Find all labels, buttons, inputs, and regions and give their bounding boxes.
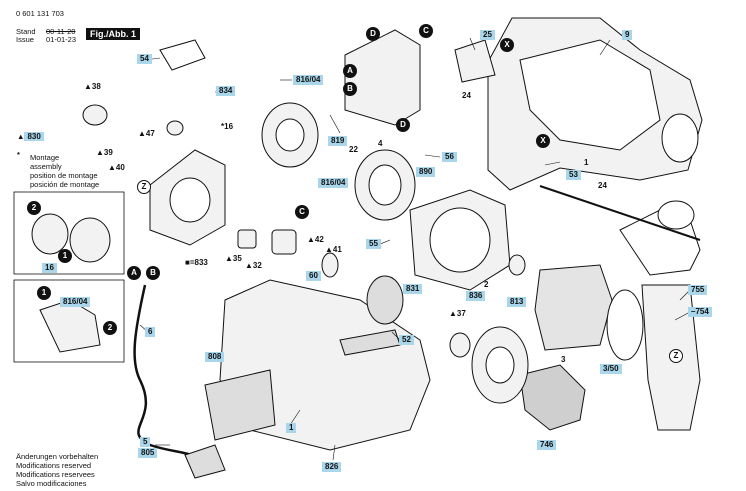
marker-a: A xyxy=(127,266,141,280)
date-new: 01-01-23 xyxy=(46,35,77,44)
stand-label: Stand xyxy=(16,27,36,36)
part-tag-813: 813 xyxy=(507,297,527,307)
part-tag-9: 9 xyxy=(622,30,633,40)
part-tag-819: 819 xyxy=(328,136,348,146)
inset-box-bottom xyxy=(13,279,125,363)
chuck-746 xyxy=(519,364,586,431)
part-label-40: ▲40 xyxy=(108,163,125,172)
part-tag-831: 831 xyxy=(403,284,423,294)
figure-label: Fig./Abb. 1 xyxy=(86,28,140,40)
legend-line: Montage xyxy=(30,153,60,162)
legend-line: position de montage xyxy=(30,171,98,180)
marker-2: 2 xyxy=(27,201,41,215)
legend-marker: ▲830 xyxy=(17,132,44,142)
part-tag-60: 60 xyxy=(306,271,321,281)
document-number: 0 601 131 703 xyxy=(16,9,64,18)
part-tag-834: 834 xyxy=(216,86,236,96)
part-tag-1: 1 xyxy=(286,423,297,433)
asterisk-icon: * xyxy=(17,150,20,159)
part-label-1: 1 xyxy=(584,158,589,167)
part-tag-816-mid: 816/04 xyxy=(318,178,349,188)
part-label-35: ▲35 xyxy=(225,254,242,263)
legend-line: posición de montage xyxy=(30,180,100,189)
part-tag-816-top: 816/04 xyxy=(293,75,324,85)
part-label-16: *16 xyxy=(221,122,234,131)
legend-marker-part: 830 xyxy=(24,132,44,141)
date-old: 00-11-20 xyxy=(46,27,76,36)
part-tag-53: 53 xyxy=(566,170,581,180)
part-tag-16-inset: 16 xyxy=(42,263,57,273)
marker-x: X xyxy=(536,134,550,148)
part-tag-54: 54 xyxy=(137,54,152,64)
part-label-41: ▲41 xyxy=(325,245,342,254)
part-label-42: ▲42 xyxy=(307,235,324,244)
marker-c: C xyxy=(419,24,433,38)
switch-assembly-4 xyxy=(344,29,421,126)
part-tag-6: 6 xyxy=(145,327,156,337)
part-tag-3-50: 3/50 xyxy=(600,364,622,374)
inset-box-top xyxy=(13,191,125,275)
footer-line: Modifications reserved xyxy=(16,461,92,470)
part-tag-55: 55 xyxy=(366,239,381,249)
marker-1: 1 xyxy=(37,286,51,300)
part-label-24-top: 24 xyxy=(462,91,471,100)
triangle-icon: ▲ xyxy=(17,132,25,141)
marker-d: D xyxy=(366,27,380,41)
power-cable xyxy=(133,284,212,471)
marker-z: Z xyxy=(137,180,151,194)
part-tag-808: 808 xyxy=(205,352,225,362)
part-tag-5: 5 xyxy=(140,437,151,447)
part-label-22: 22 xyxy=(349,145,358,154)
part-label-3: 3 xyxy=(561,355,566,364)
marker-b: B xyxy=(343,82,357,96)
marker-1: 1 xyxy=(58,249,72,263)
part-tag-826: 826 xyxy=(322,462,342,472)
part-label-833: ■=833 xyxy=(185,258,208,267)
part-tag-754: –754 xyxy=(688,307,712,317)
legend-line: assembly xyxy=(30,162,62,171)
part-tag-52: 52 xyxy=(399,335,414,345)
marker-x: X xyxy=(500,38,514,52)
footer-line: Änderungen vorbehalten xyxy=(16,452,99,461)
part-label-2: 2 xyxy=(484,280,489,289)
issue-label: Issue xyxy=(16,35,34,44)
modifications-note: Änderungen vorbehalten Modifications res… xyxy=(16,452,98,488)
legend-assembly-note: Montage assembly position de montage pos… xyxy=(30,153,99,189)
part-tag-56: 56 xyxy=(442,152,457,162)
part-tag-816-inset: 816/04 xyxy=(60,297,91,307)
part-label-39: ▲39 xyxy=(96,148,113,157)
part-label-24-bottom: 24 xyxy=(598,181,607,190)
marker-z: Z xyxy=(669,349,683,363)
part-tag-836: 836 xyxy=(466,291,486,301)
part-label-37: ▲37 xyxy=(449,309,466,318)
part-label-47: ▲47 xyxy=(138,129,155,138)
marker-2: 2 xyxy=(103,321,117,335)
part-label-4: 4 xyxy=(378,139,383,148)
part-tag-746: 746 xyxy=(537,440,557,450)
part-tag-755: 755 xyxy=(688,285,708,295)
footer-line: Modifications reservees xyxy=(16,470,95,479)
part-label-38: ▲38 xyxy=(84,82,101,91)
footer-line: Salvo modificaciones xyxy=(16,479,87,488)
part-label-32: ▲32 xyxy=(245,261,262,270)
armature-3 xyxy=(534,264,613,351)
marker-c: C xyxy=(295,205,309,219)
part-tag-805: 805 xyxy=(138,448,158,458)
marker-d: D xyxy=(396,118,410,132)
marker-b: B xyxy=(146,266,160,280)
part-tag-890: 890 xyxy=(416,167,436,177)
part-tag-25: 25 xyxy=(480,30,495,40)
marker-a: A xyxy=(343,64,357,78)
